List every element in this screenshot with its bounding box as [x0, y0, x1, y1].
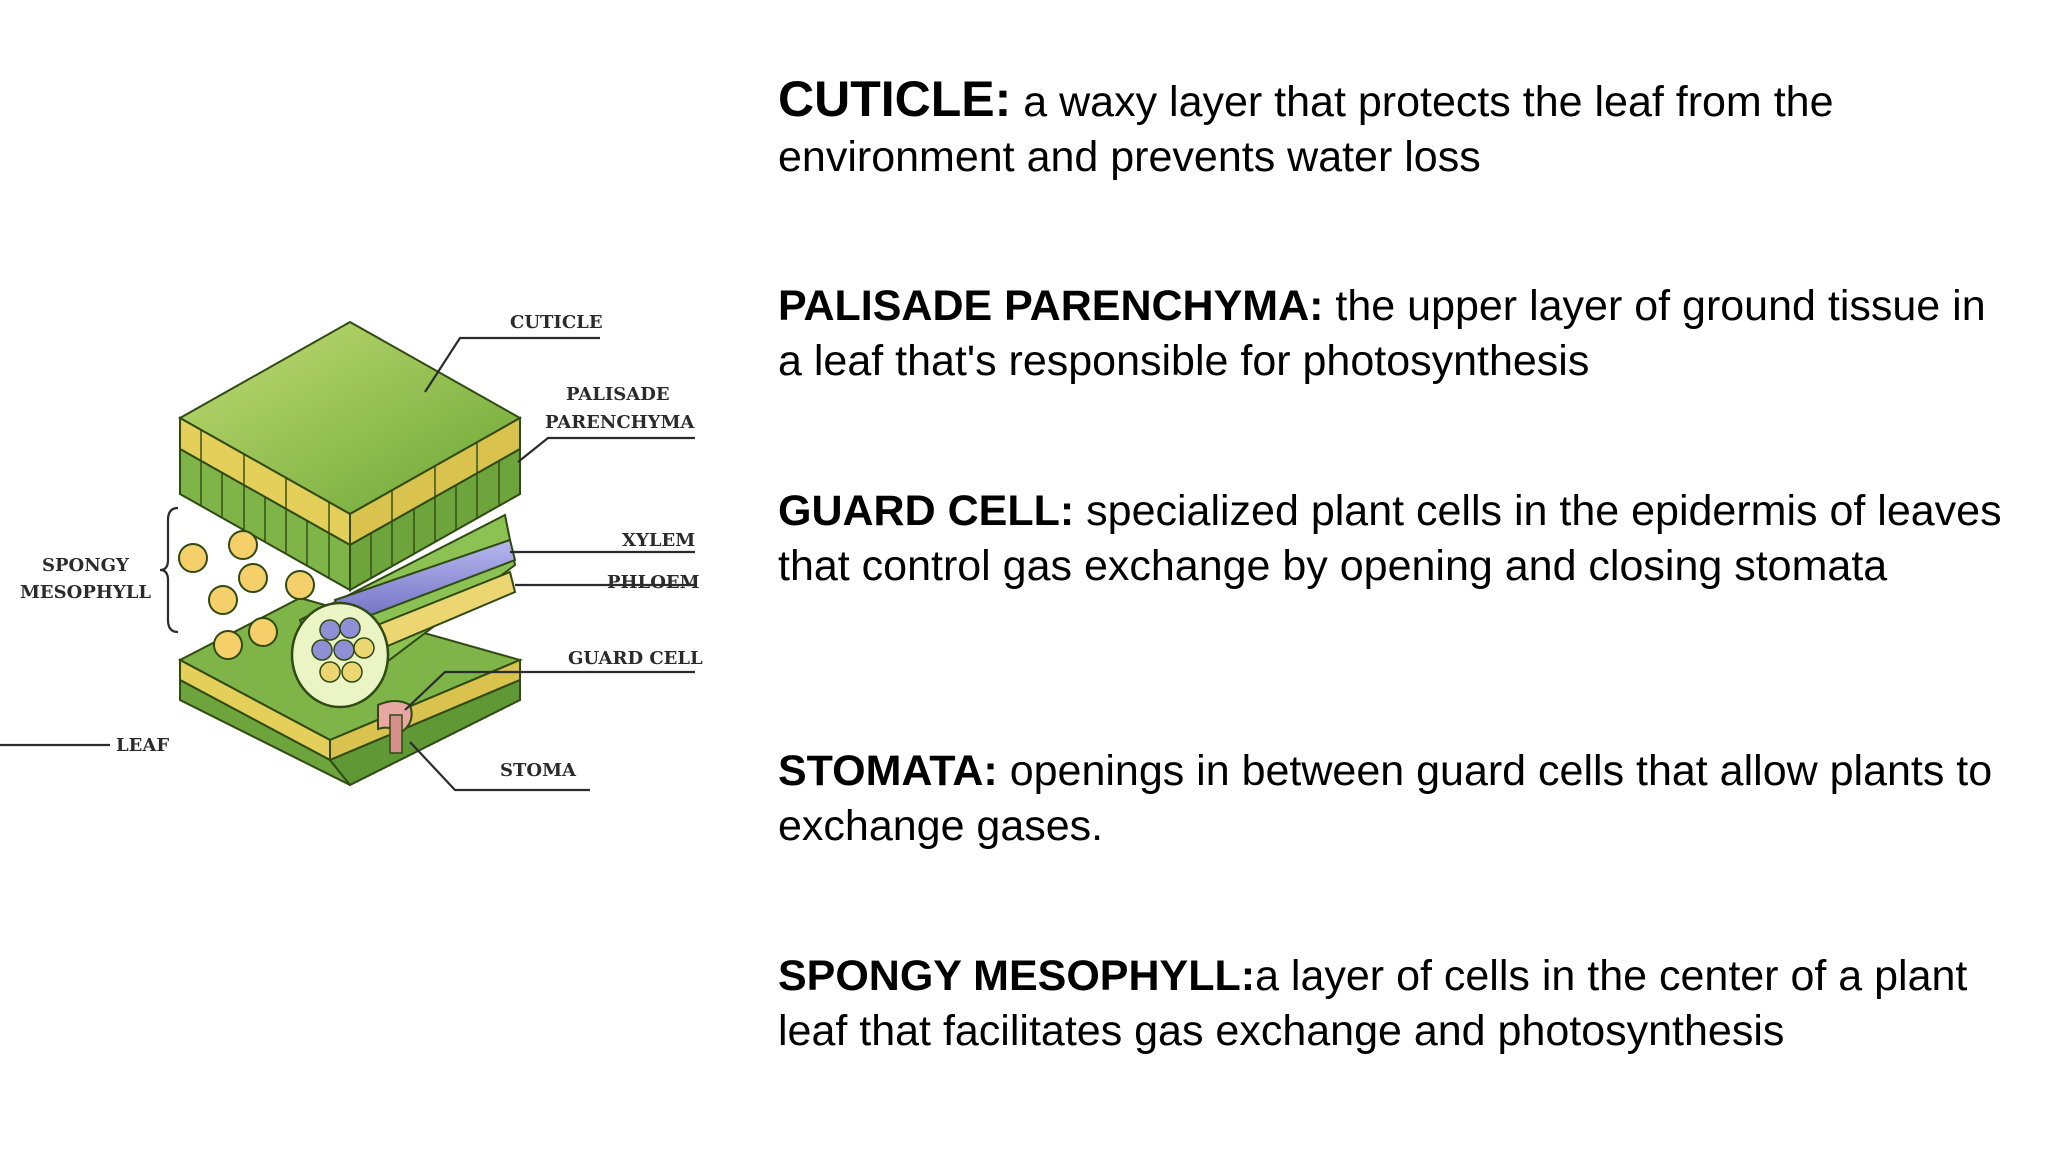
leader-lines — [0, 336, 695, 792]
vessel-4 — [333, 639, 355, 661]
definition-text: the upper layer of ground tissue in a le… — [778, 282, 1986, 385]
label-guard-cell: GUARD CELL — [568, 648, 703, 669]
palisade-cell-dividers — [200, 430, 500, 578]
guard-cell-base — [389, 714, 403, 754]
label-phloem: PHLOEM — [607, 572, 700, 593]
vessel-6 — [319, 661, 341, 683]
definition-cuticle: CUTICLE: a waxy layer that protects the … — [778, 72, 2018, 185]
upper-leaf-block — [177, 320, 523, 592]
definition-text: openings in between guard cells that all… — [778, 747, 1993, 850]
label-cuticle: CUTICLE — [510, 312, 603, 333]
definition-text: specialized plant cells in the epidermis… — [778, 487, 2002, 590]
lower-epidermis-side-right — [328, 678, 521, 787]
vascular-bundle — [290, 513, 517, 709]
vessel-5 — [353, 637, 375, 659]
definition-term: GUARD CELL: — [778, 487, 1075, 535]
label-xylem: XYLEM — [622, 530, 695, 551]
definition-term: CUTICLE: — [778, 71, 1012, 127]
definition-term: STOMATA: — [778, 747, 998, 795]
definition-spongy-mesophyll: SPONGY MESOPHYLL:a layer of cells in the… — [778, 949, 2018, 1059]
leaf-structure-diagram: CUTICLE PALISADE PARENCHYMA XYLEM PHLOEM… — [0, 312, 703, 792]
definition-stomata: STOMATA: openings in between guard cells… — [778, 744, 2018, 854]
definition-text: a waxy layer that protects the leaf from… — [778, 78, 1834, 181]
label-leaf: LEAF — [116, 735, 169, 756]
vessel-2 — [339, 617, 361, 639]
label-palisade-line1: PALISADE — [566, 384, 670, 405]
spongy-mesophyll-cells — [178, 530, 315, 660]
diagram-labels: CUTICLE PALISADE PARENCHYMA XYLEM PHLOEM… — [20, 312, 703, 781]
definition-term: SPONGY MESOPHYLL: — [778, 952, 1256, 1000]
vessel-7 — [341, 661, 363, 683]
label-stoma: STOMA — [500, 760, 577, 781]
label-spongy-line2: MESOPHYLL — [20, 582, 151, 603]
definition-guard-cell: GUARD CELL: specialized plant cells in t… — [778, 484, 2018, 594]
label-palisade-line2: PARENCHYMA — [545, 412, 695, 433]
definition-term: PALISADE PARENCHYMA: — [778, 282, 1324, 330]
spongy-brace — [159, 506, 179, 634]
definition-text: a layer of cells in the center of a plan… — [778, 952, 1968, 1055]
definition-palisade-parenchyma: PALISADE PARENCHYMA: the upper layer of … — [778, 279, 2018, 389]
label-spongy-line1: SPONGY — [42, 555, 130, 576]
guard-cells — [377, 700, 413, 754]
vessel-3 — [311, 639, 333, 661]
vessel-1 — [319, 619, 341, 641]
